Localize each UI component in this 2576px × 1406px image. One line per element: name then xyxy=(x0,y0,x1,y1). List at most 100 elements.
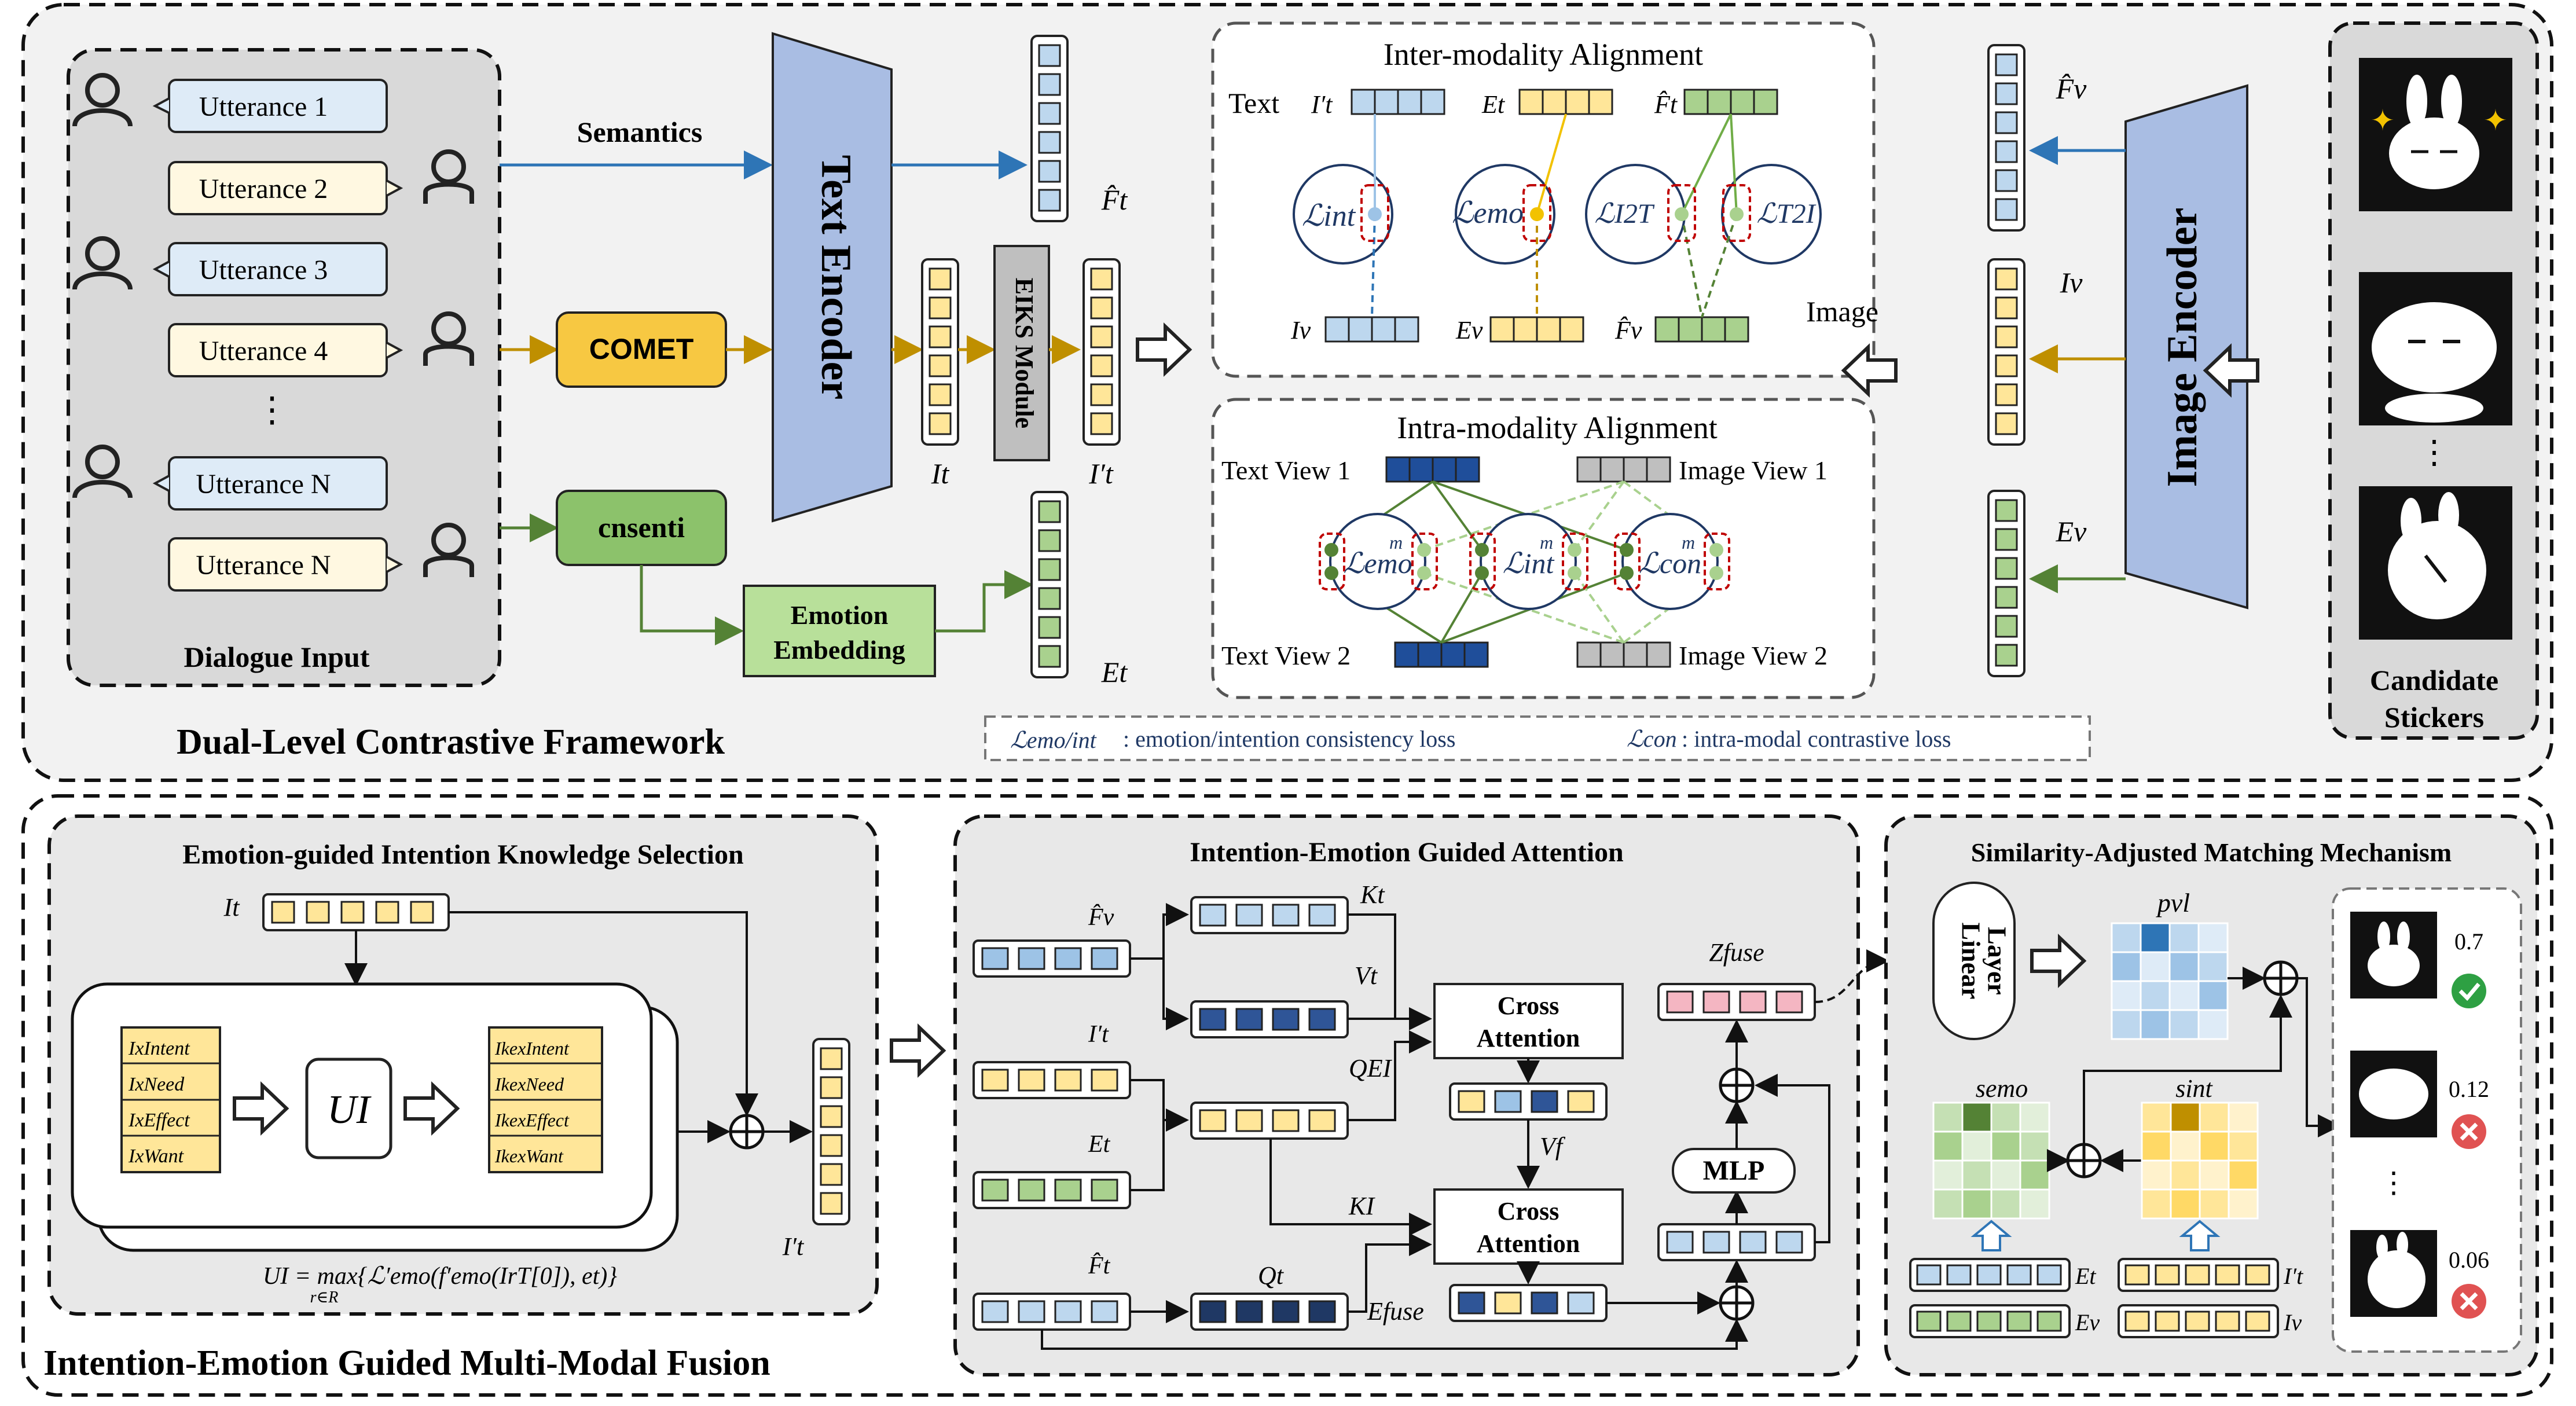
label-f-v-hat: F̂v xyxy=(2056,72,2087,105)
samm-add-icon-2 xyxy=(2068,1144,2100,1177)
iega-input-it xyxy=(973,1061,1131,1099)
label-i-v: Iv xyxy=(2060,266,2083,299)
samm-it-label: I′t xyxy=(2283,1263,2303,1289)
vec-f-t-hat xyxy=(1030,35,1069,222)
linear-layer-box xyxy=(1932,882,2016,1040)
iega-input-fv xyxy=(973,939,1131,978)
eiks-output-vector xyxy=(812,1038,850,1225)
vec-f-v-hat xyxy=(1987,44,2025,232)
ki-label: KI xyxy=(1348,1192,1375,1220)
iega-title: Intention-Emotion Guided Attention xyxy=(1190,837,1623,868)
eiks-right-items xyxy=(488,1026,603,1173)
utterance-n-b: Utterance N xyxy=(196,550,331,581)
cross-attention-1-l1: Cross xyxy=(1498,992,1559,1020)
eiks-right-1: IkexIntent xyxy=(494,1038,570,1059)
vt-label: Vt xyxy=(1355,961,1378,990)
samm-add-icon-1 xyxy=(2265,962,2297,994)
utterance-3: Utterance 3 xyxy=(199,255,328,285)
samm-title: Similarity-Adjusted Matching Mechanism xyxy=(1971,838,2452,867)
samm-iv-vector xyxy=(2118,1304,2279,1338)
kt-vector xyxy=(1190,896,1349,934)
iega-input-label-et: Et xyxy=(1088,1131,1111,1158)
semo-matrix xyxy=(1932,1102,2050,1220)
candidate-title-1: Candidate xyxy=(2370,664,2498,696)
mlp-in-vector xyxy=(1657,1223,1816,1261)
semo-up-arrow xyxy=(1970,1220,2012,1251)
intra-loss-con: ℒcon xyxy=(1639,547,1701,579)
comet-label: COMET xyxy=(589,333,694,365)
utterance-dots: ⋮ xyxy=(255,391,289,429)
sticker-3-image xyxy=(2359,486,2512,640)
samm-it-vector xyxy=(2118,1258,2279,1292)
linear-layer-l2: Layer xyxy=(1982,927,2012,995)
label-e-v: Ev xyxy=(2056,515,2087,548)
inter-top-label-3: F̂t xyxy=(1654,90,1678,119)
intra-vectors xyxy=(1385,456,1671,668)
loss-emo: ℒemo xyxy=(1452,197,1524,230)
cnsenti-label: cnsenti xyxy=(598,511,685,544)
inter-top-label-2: Et xyxy=(1481,90,1506,119)
samm-ev-vector xyxy=(1909,1304,2071,1338)
vec-e-v xyxy=(1987,490,2025,677)
inter-top-label-1: I′t xyxy=(1311,90,1333,119)
eiks-left-2: IxNeed xyxy=(128,1074,185,1095)
vt-vector xyxy=(1190,1000,1349,1038)
text-view-1: Text View 1 xyxy=(1221,456,1351,485)
label-e-t: Et xyxy=(1101,656,1128,688)
samm-et-vector xyxy=(1909,1258,2071,1292)
cross-attention-1 xyxy=(1433,983,1624,1059)
intra-sup-1: m xyxy=(1389,532,1403,553)
eiks-right-4: IkexWant xyxy=(494,1146,564,1166)
zfuse-label: Zfuse xyxy=(1709,938,1764,967)
svg-text:✦: ✦ xyxy=(2483,104,2508,137)
loss-int: ℒint xyxy=(1302,200,1356,233)
utterance-n-a: Utterance N xyxy=(196,469,331,500)
mlp-box xyxy=(1672,1148,1796,1194)
score-3: 0.06 xyxy=(2449,1247,2489,1273)
svg-text:✦: ✦ xyxy=(2370,104,2395,137)
loss-t2i: ℒT2I xyxy=(1756,199,1816,229)
sticker-1-image: ✦ ✦ xyxy=(2359,58,2512,211)
legend-l2-text: : intra-modal contrastive loss xyxy=(1682,726,1951,752)
semo-label: semo xyxy=(1976,1074,2028,1103)
vec-i-prime-t xyxy=(1082,258,1121,446)
vec-i-t xyxy=(921,258,959,446)
eiks-formula-sub: r∈R xyxy=(310,1288,339,1306)
image-view-2: Image View 2 xyxy=(1679,641,1828,670)
eiks-right-2: IkexNeed xyxy=(494,1074,564,1095)
result-sticker-3 xyxy=(2350,1230,2437,1317)
utterance-4: Utterance 4 xyxy=(199,336,328,366)
eiks-title: Emotion-guided Intention Knowledge Selec… xyxy=(182,839,743,870)
text-view-2: Text View 2 xyxy=(1221,641,1351,670)
qt-vector xyxy=(1190,1293,1349,1331)
label-i-t: It xyxy=(931,457,950,490)
check-icon xyxy=(2452,974,2486,1008)
linear-layer-l1: Linear xyxy=(1956,923,1986,1000)
eiks-left-1: IxIntent xyxy=(128,1038,190,1059)
inter-image-label: Image xyxy=(1806,295,1878,328)
utterance-1: Utterance 1 xyxy=(199,91,328,122)
sint-up-arrow xyxy=(2179,1220,2221,1251)
eiks-module-block xyxy=(993,245,1050,461)
eiks-add-icon xyxy=(731,1115,763,1148)
result-sticker-1 xyxy=(2350,912,2437,998)
semantics-label: Semantics xyxy=(577,116,703,148)
image-view-1: Image View 1 xyxy=(1679,456,1828,485)
inter-title: Inter-modality Alignment xyxy=(1384,37,1703,72)
ui-label: UI xyxy=(327,1088,372,1132)
sticker-dots: ⋮ xyxy=(2418,435,2450,471)
legend-l1-symbol: ℒemo/int xyxy=(1010,727,1097,753)
cross-attention-2-l1: Cross xyxy=(1498,1197,1559,1225)
eiks-module-label: EIKS Module xyxy=(1010,278,1039,428)
score-1: 0.7 xyxy=(2454,928,2483,955)
legend-box xyxy=(984,715,2091,761)
iega-input-label-ft: F̂t xyxy=(1088,1252,1111,1279)
emotion-embedding-line2: Embedding xyxy=(773,635,905,665)
pvl-label: pvl xyxy=(2156,888,2190,917)
inter-bottom-label-3: F̂v xyxy=(1614,316,1642,344)
samm-ev-label: Ev xyxy=(2075,1309,2100,1335)
text-encoder-block xyxy=(772,32,893,523)
kt-label: Kt xyxy=(1360,880,1385,909)
eiks-formula: UI = max{ℒ′emo(f′emo(IrT[0]), et)} xyxy=(263,1263,617,1290)
vec-e-t xyxy=(1030,491,1069,678)
